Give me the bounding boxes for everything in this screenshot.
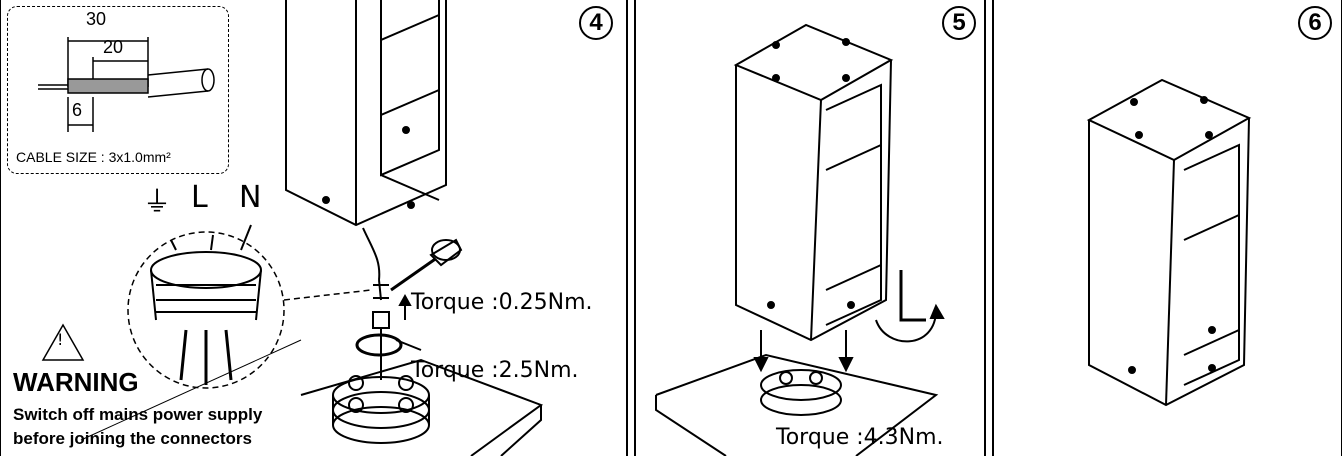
live-label: L (191, 180, 208, 215)
step-4-illustration (41, 0, 544, 456)
step-6-illustration (1086, 78, 1252, 407)
step-6-panel: 6 (992, 0, 1342, 456)
warning-line-1: Switch off mains power supply (13, 405, 263, 424)
dim-20-label: 20 (103, 37, 124, 57)
step-number-6: 6 (1298, 6, 1332, 40)
warning-title: WARNING (13, 367, 139, 397)
step-4-panel: 30 20 6 CABLE SIZE : 3x1.0mm² ⏚ L N 4 To… (0, 0, 628, 456)
step-number-5: 5 (942, 6, 976, 40)
dim-30-label: 30 (86, 9, 107, 29)
ground-slab (655, 353, 939, 456)
torque-connector-label: Torque :0.25Nm. (411, 290, 593, 315)
warning-message: Switch off mains power supply before joi… (13, 403, 333, 451)
earth-ground-icon: ⏚ (143, 185, 172, 218)
post-top (733, 23, 894, 102)
cable-strip-diagram (38, 37, 215, 132)
neutral-label: N (239, 180, 262, 215)
step-5-panel: 5 Torque :4.3Nm. (634, 0, 986, 456)
post-body (285, 0, 447, 227)
warning-icon: ! (57, 330, 64, 349)
cable-size-label: CABLE SIZE : 3x1.0mm² (16, 149, 171, 165)
torque-gland-label: Torque :2.5Nm. (411, 358, 579, 383)
step-5-illustration (655, 23, 945, 456)
warning-line-2: before joining the connectors (13, 429, 252, 448)
post-top (1086, 78, 1252, 162)
dim-6-label: 6 (72, 100, 83, 120)
step-number-4: 4 (579, 6, 613, 40)
cable-strip-inset: 30 20 6 CABLE SIZE : 3x1.0mm² (7, 6, 229, 174)
torque-base-label: Torque :4.3Nm. (776, 425, 944, 450)
